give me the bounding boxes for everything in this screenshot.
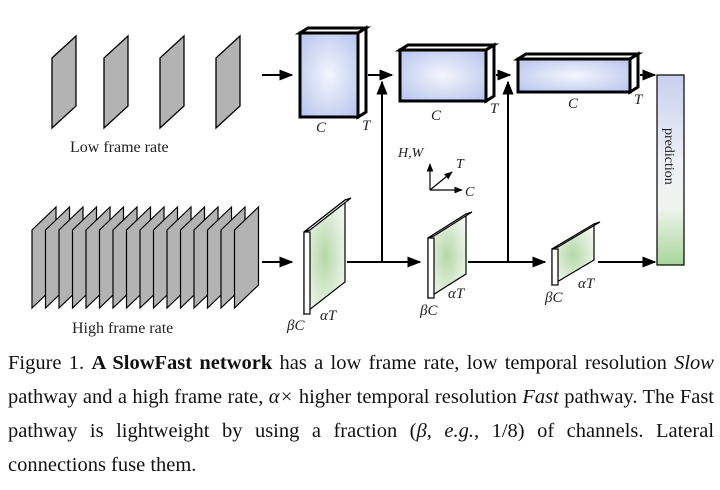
caption-text-6: , 1/8) of channels. Lateral connections …: [8, 420, 715, 476]
low-frame-rate-label: Low frame rate: [70, 139, 169, 156]
caption-text-5: ,: [426, 420, 445, 442]
slow-block-3-time-label: T: [634, 92, 644, 108]
slow-block-1-channel-label: C: [316, 120, 327, 136]
prediction-label: prediction: [661, 128, 676, 185]
fast-block-2-time-label: αT: [448, 286, 466, 302]
caption-beta: β: [416, 420, 427, 442]
high-frame-rate-label: High frame rate: [72, 320, 173, 337]
fast-block-1-time-label: αT: [320, 308, 338, 324]
low-frame: [51, 34, 77, 130]
axis-label-t: T: [456, 157, 465, 172]
fast-block-2-channel-label: βC: [419, 303, 438, 319]
fast-block-1-channel-label: βC: [286, 318, 305, 334]
slowfast-diagram: Low frame rate High frame rate C T C T C…: [31, 25, 685, 337]
fast-block-3-time-label: αT: [578, 276, 596, 292]
caption-title: A SlowFast network: [91, 352, 273, 374]
slow-block-1: [294, 25, 372, 120]
caption-text-3: higher temporal resolution: [293, 386, 523, 408]
caption-fast: Fast: [522, 386, 559, 408]
slow-block-2-channel-label: C: [431, 108, 442, 124]
slow-block-2: [394, 42, 500, 104]
fast-block-2: [427, 211, 473, 300]
high-frame: [233, 205, 260, 310]
caption-prefix: Figure 1.: [8, 352, 92, 374]
axis-label-hw: H,W: [397, 146, 425, 161]
slow-block-3: [512, 51, 644, 95]
prediction-box: [656, 74, 685, 266]
slow-block-3-channel-label: C: [568, 96, 579, 112]
caption-alpha: α×: [268, 386, 294, 408]
caption-text-4: pathway. The Fast pathway is lightweight…: [8, 386, 714, 442]
fast-block-1: [303, 197, 352, 316]
caption-text-1: has a low frame rate, low temporal resol…: [272, 352, 675, 374]
fast-block-3-channel-label: βC: [544, 290, 563, 306]
low-frame: [103, 34, 129, 130]
axis-label-c: C: [465, 185, 475, 200]
low-frame: [215, 34, 241, 130]
high-frame-rate-frames: [31, 205, 260, 310]
caption-text-2: pathway and a high frame rate,: [8, 386, 269, 408]
slow-block-1-time-label: T: [362, 118, 372, 134]
low-frame: [159, 34, 185, 130]
caption-slow: Slow: [674, 352, 714, 374]
low-frame-rate-frames: [51, 34, 241, 130]
figure-caption: Figure 1. A SlowFast network has a low f…: [8, 346, 714, 482]
slow-block-2-time-label: T: [490, 101, 500, 117]
caption-eg: e.g.: [444, 420, 474, 442]
axes-legend: [426, 163, 463, 194]
fast-block-3: [551, 221, 601, 287]
